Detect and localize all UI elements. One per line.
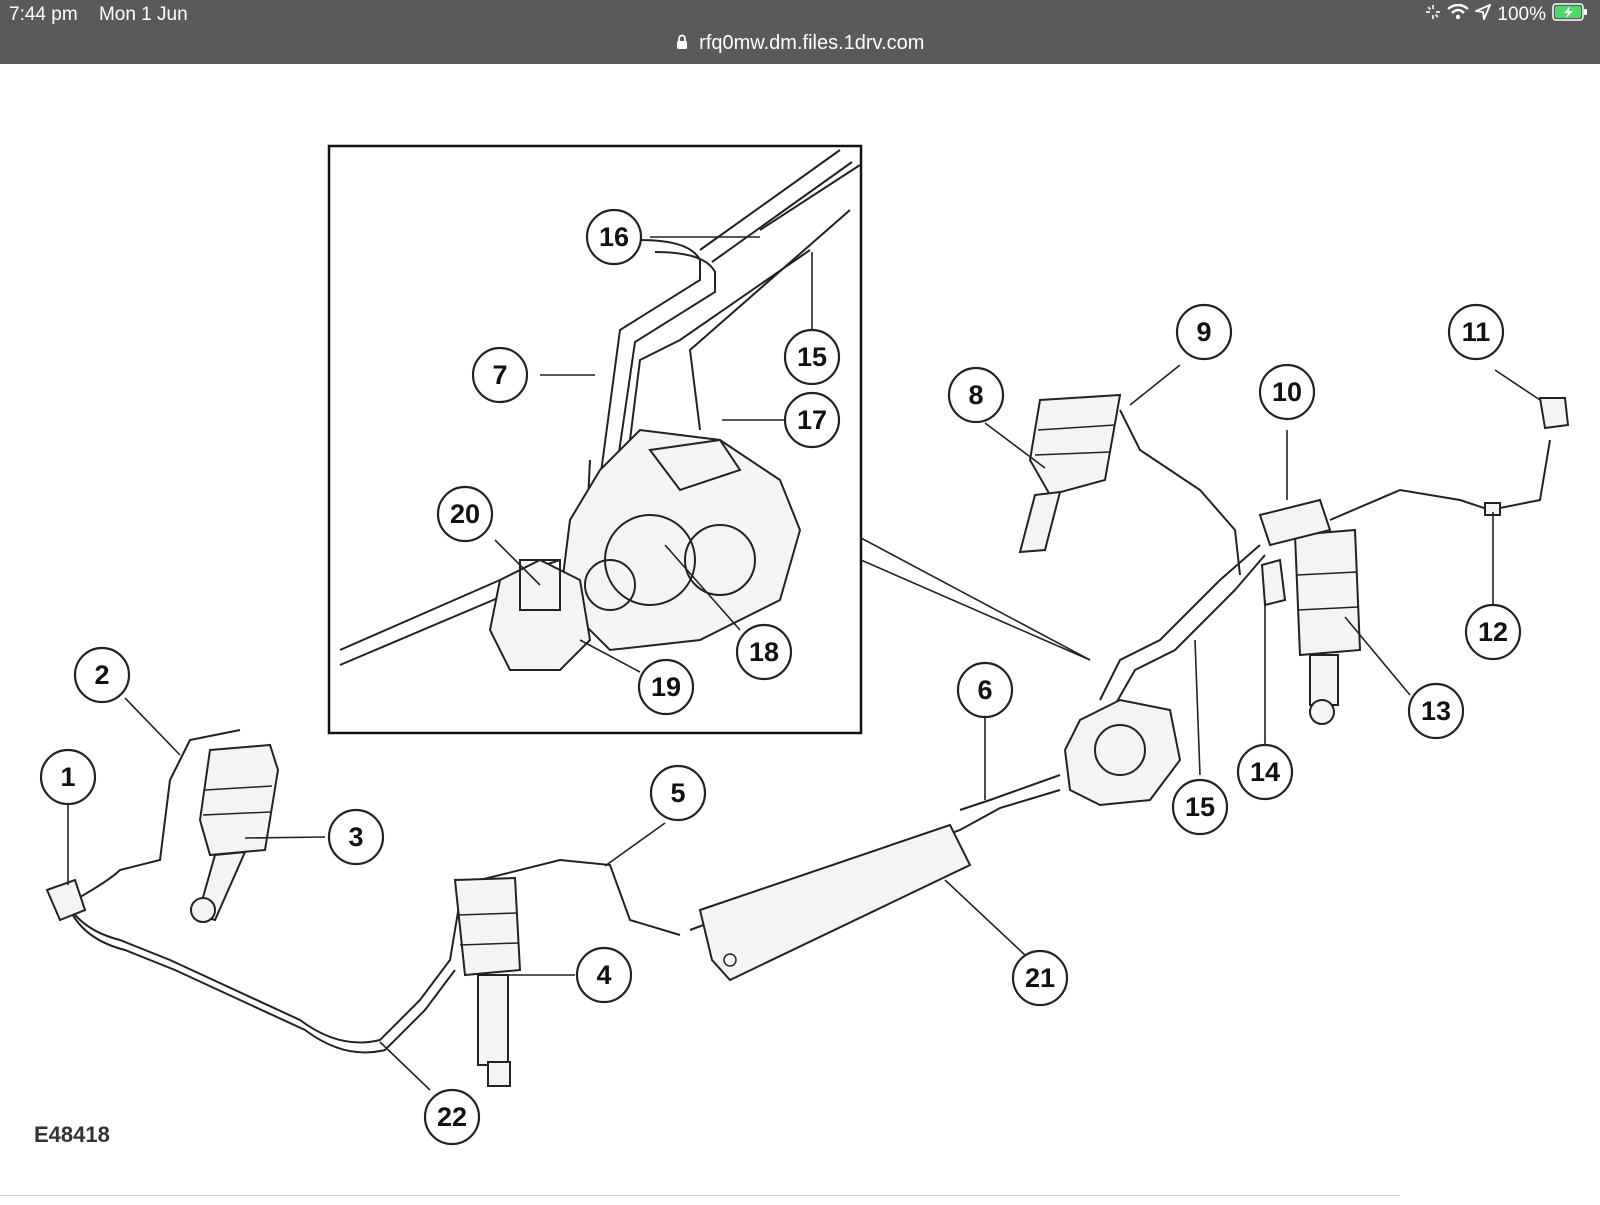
location-arrow-icon <box>1473 3 1493 26</box>
callout-22: 22 <box>423 1088 481 1146</box>
svg-text:16: 16 <box>599 222 629 252</box>
callout-14: 14 <box>1236 743 1294 801</box>
svg-text:5: 5 <box>670 778 685 808</box>
activity-spinner-icon <box>1425 4 1441 26</box>
callout-15-inset: 15 <box>783 328 841 386</box>
valve-blocks <box>45 397 1570 922</box>
callout-19: 19 <box>637 658 695 716</box>
callout-21: 21 <box>1011 949 1069 1007</box>
svg-text:4: 4 <box>596 960 611 990</box>
callout-16: 16 <box>585 208 643 266</box>
battery-percent: 100% <box>1497 4 1546 25</box>
callout-15-main: 15 <box>1171 778 1229 836</box>
svg-text:17: 17 <box>797 405 827 435</box>
svg-text:9: 9 <box>1196 317 1211 347</box>
svg-text:20: 20 <box>450 499 480 529</box>
svg-text:19: 19 <box>651 672 681 702</box>
callout-13: 13 <box>1407 682 1465 740</box>
callout-12: 12 <box>1464 603 1522 661</box>
callout-8: 8 <box>947 366 1005 424</box>
svg-text:3: 3 <box>348 822 363 852</box>
browser-top-bar: 7:44 pm Mon 1 Jun 100% rfq0mw.dm.files.1… <box>0 0 1600 64</box>
callout-11: 11 <box>1447 303 1505 361</box>
status-bar-right: 100% <box>1425 3 1588 27</box>
reservoir <box>698 823 972 982</box>
status-time: 7:44 pm <box>9 4 78 25</box>
svg-text:6: 6 <box>977 675 992 705</box>
url-text: rfq0mw.dm.files.1drv.com <box>699 32 925 54</box>
lock-icon <box>676 33 688 56</box>
rear-left-air-spring <box>453 876 522 1087</box>
svg-text:10: 10 <box>1272 377 1302 407</box>
battery-charging-icon <box>1552 3 1588 27</box>
bottom-divider <box>0 1195 1400 1196</box>
svg-text:2: 2 <box>94 660 109 690</box>
callout-10: 10 <box>1258 363 1316 421</box>
svg-text:7: 7 <box>492 360 507 390</box>
svg-text:11: 11 <box>1462 317 1491 347</box>
svg-text:15: 15 <box>1185 792 1215 822</box>
page-content: 1 2 3 4 5 6 7 8 9 10 11 12 13 14 15 15 1… <box>0 64 1600 1200</box>
address-bar[interactable]: rfq0mw.dm.files.1drv.com <box>0 32 1600 56</box>
callout-17: 17 <box>783 391 841 449</box>
callout-18: 18 <box>735 623 793 681</box>
front-right-air-spring <box>1018 393 1122 554</box>
front-left-air-spring <box>190 743 280 923</box>
main-compressor <box>1063 698 1182 807</box>
svg-text:15: 15 <box>797 342 827 372</box>
svg-text:13: 13 <box>1421 696 1451 726</box>
callout-1: 1 <box>39 748 97 806</box>
svg-text:8: 8 <box>968 380 983 410</box>
callout-5: 5 <box>649 764 707 822</box>
svg-text:1: 1 <box>60 762 75 792</box>
callout-9: 9 <box>1175 303 1233 361</box>
callout-2: 2 <box>73 646 131 704</box>
svg-text:21: 21 <box>1025 963 1055 993</box>
svg-text:14: 14 <box>1250 757 1280 787</box>
air-suspension-diagram: 1 2 3 4 5 6 7 8 9 10 11 12 13 14 15 15 1… <box>34 144 1570 1147</box>
callout-3: 3 <box>327 808 385 866</box>
svg-text:22: 22 <box>437 1102 467 1132</box>
status-bar-left: 7:44 pm Mon 1 Jun <box>9 4 204 26</box>
status-date: Mon 1 Jun <box>98 4 188 25</box>
svg-text:18: 18 <box>749 637 779 667</box>
callout-20: 20 <box>436 485 494 543</box>
leader-lines <box>67 236 1541 1091</box>
callout-4: 4 <box>575 946 633 1004</box>
zoom-line <box>860 537 1091 661</box>
callout-6: 6 <box>956 661 1014 719</box>
rear-right-air-spring <box>1293 528 1362 725</box>
compressor-assembly <box>488 428 802 671</box>
wifi-icon <box>1447 3 1470 26</box>
svg-text:12: 12 <box>1478 617 1508 647</box>
figure-id: E48418 <box>34 1122 110 1147</box>
callout-7: 7 <box>471 346 529 404</box>
